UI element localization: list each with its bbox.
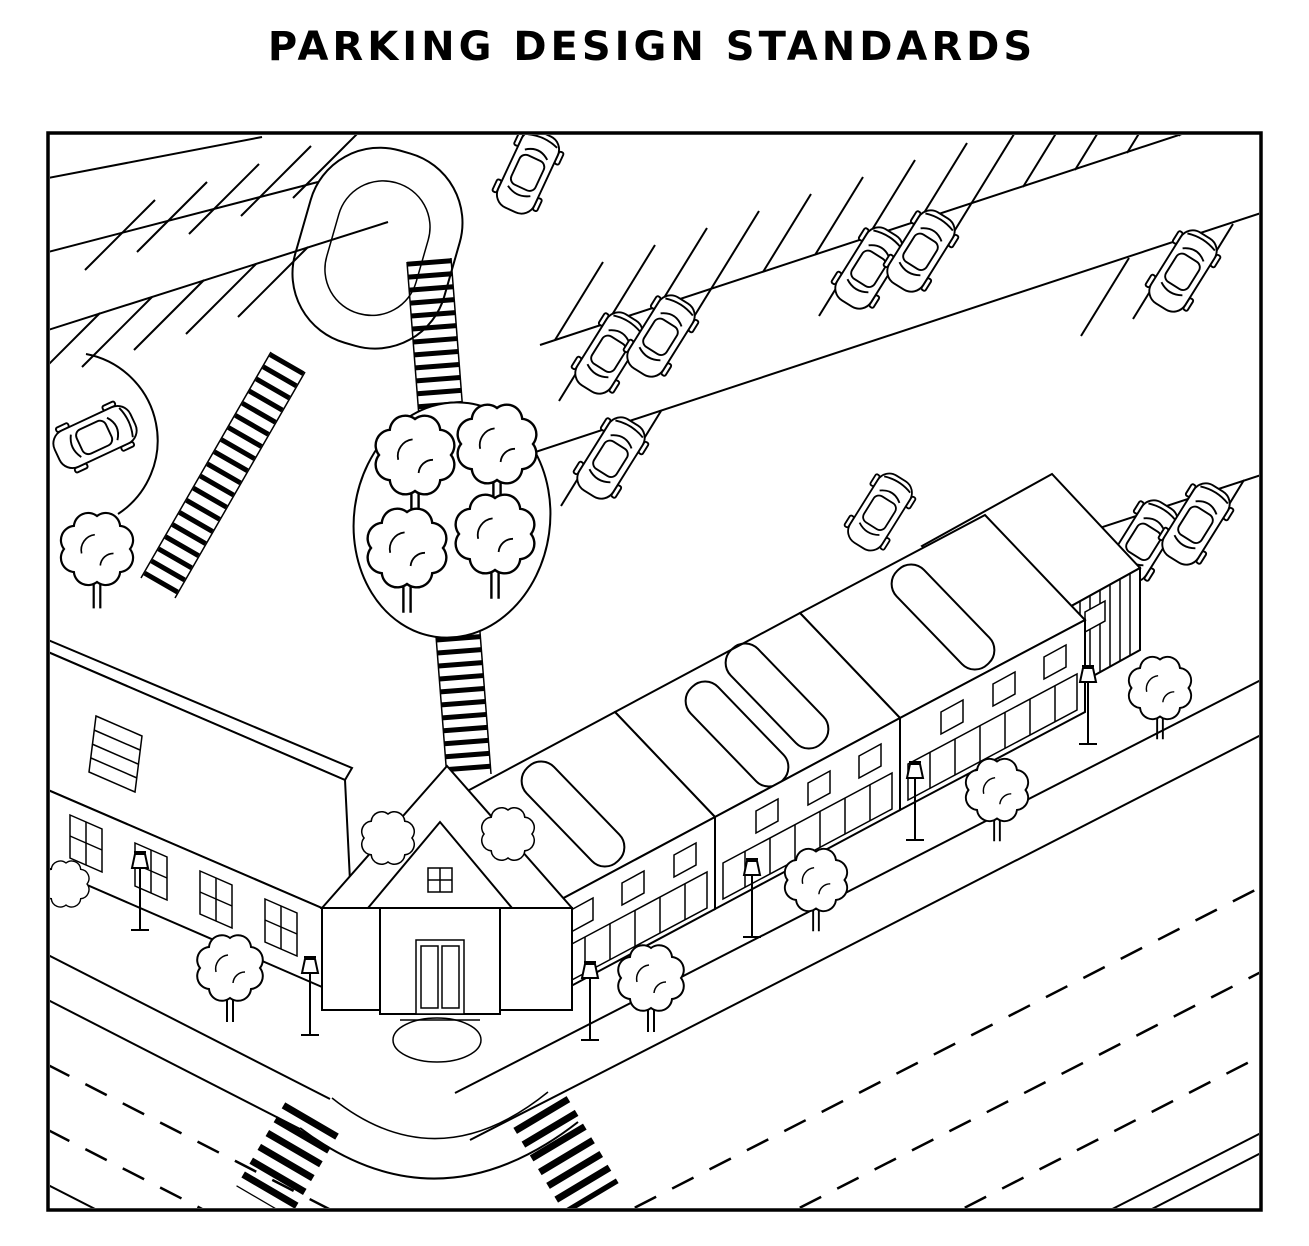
illustration-frame: [46, 131, 1263, 1212]
street-left: [50, 954, 331, 1208]
shop-upper-windows: [570, 643, 1067, 934]
tree-icon: [197, 935, 263, 1022]
parking-lot-right: [50, 135, 1259, 601]
car-icon: [50, 395, 145, 479]
tree-icon: [1129, 657, 1191, 739]
page-title: PARKING DESIGN STANDARDS: [268, 24, 1036, 70]
corner-plaza: [299, 1017, 579, 1180]
planting-island: [352, 401, 552, 639]
car-icon: [838, 465, 922, 559]
parking-stall-lines-left-row-2: [50, 246, 309, 368]
street-right: [454, 679, 1259, 1208]
parking-lot-left: [50, 135, 464, 515]
diagonal-walkway: [140, 351, 306, 599]
left-building: [50, 639, 354, 1002]
entrance-door: [415, 939, 465, 1015]
storefronts: [537, 672, 1078, 1000]
curb-island-arc: [85, 353, 159, 515]
tree-icon: [61, 513, 133, 608]
tree-icon: [618, 945, 684, 1032]
crosswalk-right: [513, 1096, 619, 1208]
street-lamp-icon: [742, 858, 762, 938]
car-icon: [566, 408, 656, 508]
street-lamp-icon: [300, 956, 320, 1036]
plaza-circle: [392, 1017, 482, 1063]
car-icon: [486, 135, 570, 222]
street-lamp-icon: [580, 961, 600, 1041]
left-building-windows: [69, 813, 298, 958]
parking-stall-lines-left-row-1: [84, 135, 358, 271]
car-icon: [1138, 221, 1228, 321]
center-building: [319, 764, 575, 1021]
parking-stall-lines-right-upper: [554, 135, 1181, 341]
roof-dormer: [88, 714, 143, 794]
tree-icon: [966, 759, 1028, 841]
